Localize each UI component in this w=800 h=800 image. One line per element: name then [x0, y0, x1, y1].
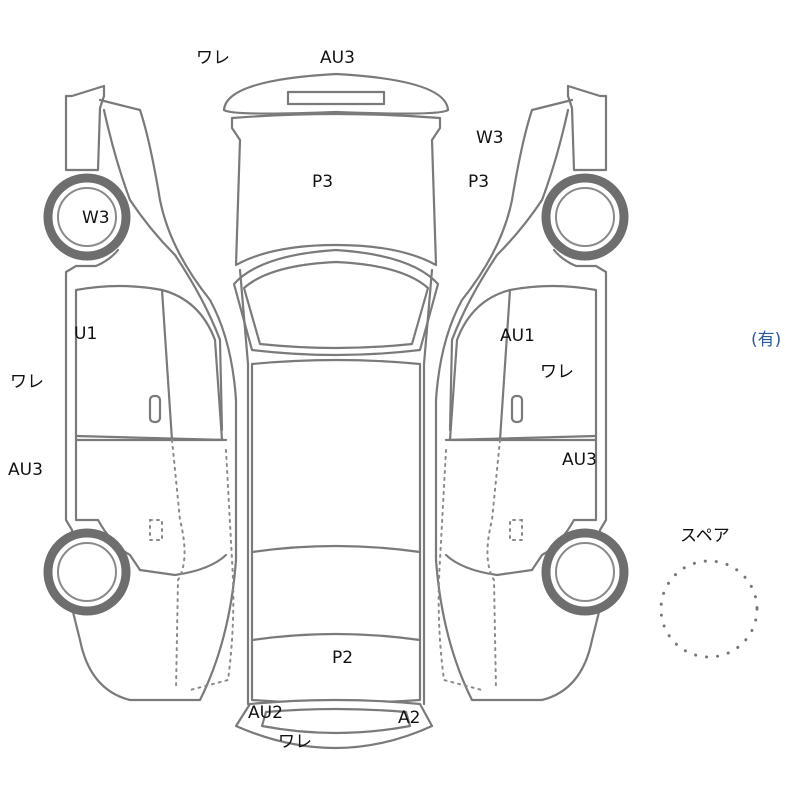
front-bumper: [222, 72, 450, 115]
left-body-outline: [64, 98, 238, 702]
left-hidden-fuel: [149, 519, 163, 541]
roof-line-1: [250, 544, 422, 554]
right-rear-rim: [555, 542, 615, 602]
annotation-left-au3: AU3: [8, 460, 43, 480]
right-body-outline: [434, 98, 608, 702]
annotation-roof-p3: P3: [312, 172, 334, 192]
left-door-handle: [148, 394, 162, 424]
annotation-bottom-p2: P2: [332, 648, 354, 668]
left-front-fender: [102, 108, 224, 432]
annotation-right-au1: AU1: [500, 326, 535, 346]
annotation-left-wheel-w3: W3: [82, 208, 110, 228]
right-front-rim: [555, 187, 615, 247]
annotation-bottom-ware: ワレ: [278, 732, 312, 752]
annotation-left-ware: ワレ: [10, 372, 44, 392]
right-side-view: [434, 84, 629, 702]
left-b-pillar: [160, 288, 174, 442]
spare-tire-icon: [659, 559, 759, 659]
annotation-top-au3: AU3: [320, 48, 355, 68]
right-hidden-rear-panel: [437, 449, 483, 691]
annotation-right-w3: W3: [476, 128, 504, 148]
front-grille: [286, 90, 386, 106]
windshield-inner: [242, 260, 430, 350]
left-side-view: [43, 84, 238, 702]
right-hidden-fuel: [509, 519, 523, 541]
annotation-top-left-ware: ワレ: [196, 48, 230, 68]
right-door-handle: [510, 394, 524, 424]
left-door-divider: [74, 434, 228, 442]
right-front-fender: [448, 108, 570, 432]
rear-bumper: [234, 698, 434, 750]
hood: [230, 112, 442, 267]
annotation-right-p3: P3: [468, 172, 490, 192]
left-mirror: [64, 84, 106, 172]
top-left-edge: [238, 268, 250, 706]
left-front-rim: [57, 187, 117, 247]
left-lower-panel: [74, 438, 228, 577]
top-right-edge: [422, 268, 434, 706]
roof-line-2: [250, 632, 422, 642]
windshield: [232, 248, 440, 357]
left-hidden-rear-panel: [189, 449, 235, 691]
rear-bumper-inner: [260, 707, 412, 735]
spare-label: スペア: [680, 526, 730, 546]
left-hidden-rear-door: [171, 439, 186, 691]
annotation-bottom-a2: A2: [398, 708, 421, 728]
right-door-divider: [444, 434, 598, 442]
owned-marker: (有): [751, 330, 782, 350]
right-hidden-rear-door: [486, 439, 501, 691]
annotation-bottom-au2: AU2: [248, 703, 283, 723]
annotation-right-ware: ワレ: [540, 362, 574, 382]
top-view: [222, 72, 450, 750]
right-b-pillar: [498, 288, 512, 442]
annotation-left-u1: U1: [74, 324, 98, 344]
right-mirror: [566, 84, 608, 172]
annotation-right-au3: AU3: [562, 450, 597, 470]
right-lower-panel: [444, 438, 598, 577]
left-rear-rim: [57, 542, 117, 602]
